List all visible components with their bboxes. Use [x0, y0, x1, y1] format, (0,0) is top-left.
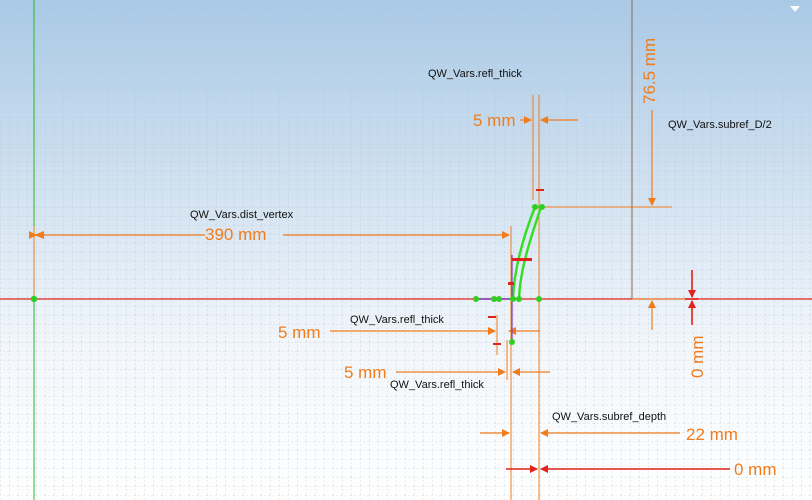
constraint-marker-2[interactable] [508, 282, 514, 285]
chevron-down-icon[interactable] [790, 6, 800, 12]
constraint-marker-1[interactable] [512, 258, 532, 261]
dim-arrow-dist-vertex-left [34, 231, 44, 239]
dim-value-zero-bottom[interactable]: 0 mm [734, 460, 777, 479]
point-top-2[interactable] [539, 204, 545, 210]
dim-value-dist-vertex[interactable]: 390 mm [205, 225, 267, 244]
point-base-3[interactable] [496, 296, 502, 302]
point-base-6[interactable] [536, 296, 542, 302]
point-top-1[interactable] [532, 204, 538, 210]
dim-var-subref-depth: QW_Vars.subref_depth [552, 411, 667, 423]
point-base-2[interactable] [491, 296, 497, 302]
constraint-marker-3[interactable] [536, 189, 544, 191]
dim-var-subref-d2: QW_Vars.subref_D/2 [668, 119, 772, 131]
point-origin[interactable] [30, 295, 38, 303]
dim-value-subref-d2[interactable]: 76.5 mm [640, 37, 659, 104]
point-base-5[interactable] [516, 296, 522, 302]
dim-value-subref-depth[interactable]: 22 mm [686, 425, 738, 444]
point-low[interactable] [509, 339, 515, 345]
dim-value-refl-thick-low[interactable]: 5 mm [344, 363, 387, 382]
dim-var-dist-vertex: QW_Vars.dist_vertex [190, 209, 294, 221]
dim-var-refl-thick-low: QW_Vars.refl_thick [390, 379, 484, 391]
dim-value-refl-thick-top[interactable]: 5 mm [473, 111, 516, 130]
dim-value-zero-vertical[interactable]: 0 mm [688, 335, 707, 379]
dim-var-refl-thick-top: QW_Vars.refl_thick [428, 68, 522, 80]
constraint-marker-4[interactable] [488, 316, 496, 318]
constraint-marker-5[interactable] [493, 343, 501, 345]
point-base-1[interactable] [473, 296, 479, 302]
point-base-4[interactable] [510, 296, 516, 302]
dim-var-refl-thick-mid: QW_Vars.refl_thick [350, 314, 444, 326]
dim-value-refl-thick-mid[interactable]: 5 mm [278, 323, 321, 342]
